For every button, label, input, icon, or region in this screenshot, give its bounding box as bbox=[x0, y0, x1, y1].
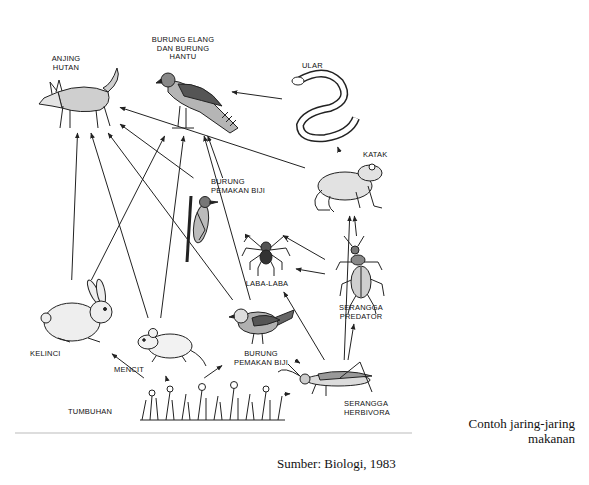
food-arrow bbox=[204, 136, 250, 300]
organism-node: LABA-LABA bbox=[238, 236, 296, 292]
organism-node: ANJING HUTAN bbox=[38, 55, 120, 133]
frame-rule bbox=[15, 433, 412, 434]
plants-drawing bbox=[140, 382, 285, 421]
beetle-drawing bbox=[336, 236, 384, 314]
organism-node: SERANGGA HERBIVORA bbox=[290, 360, 396, 422]
food-arrow bbox=[91, 133, 148, 318]
hawk-drawing bbox=[156, 73, 238, 133]
organism-node: KELINCI bbox=[28, 280, 112, 364]
food-arrow bbox=[296, 269, 325, 274]
food-arrow bbox=[284, 292, 325, 360]
food-arrow bbox=[354, 216, 356, 236]
organism-node: KATAK bbox=[305, 150, 397, 216]
source-note: Sumber: Biologi, 1983 bbox=[277, 456, 396, 472]
organism-node: BURUNG PEMAKAN BIJI bbox=[183, 178, 283, 236]
food-arrow bbox=[165, 376, 167, 378]
fox-drawing bbox=[39, 68, 118, 128]
food-arrow bbox=[232, 92, 282, 99]
food-arrow bbox=[338, 147, 339, 150]
food-arrow bbox=[283, 236, 325, 260]
spider-drawing bbox=[242, 236, 290, 276]
organism-node: SERANGGA PREDATOR bbox=[325, 236, 397, 324]
organism-label: SERANGGA HERBIVORA bbox=[344, 400, 396, 417]
organism-node: BURUNG ELANG DAN BURUNG HANTU bbox=[148, 36, 232, 136]
organism-label: TUMBUHAN bbox=[68, 408, 128, 417]
mouse-drawing bbox=[138, 329, 206, 367]
organism-label: KATAK bbox=[363, 151, 397, 160]
organism-node: TUMBUHAN bbox=[62, 378, 284, 422]
food-arrow bbox=[208, 136, 223, 178]
food-arrow bbox=[344, 216, 350, 360]
food-arrow bbox=[120, 124, 194, 178]
organism-node: ULAR bbox=[282, 62, 362, 147]
food-arrow bbox=[161, 136, 184, 318]
frog-drawing bbox=[315, 164, 382, 212]
organism-label: SERANGGA PREDATOR bbox=[325, 304, 397, 321]
food-arrow bbox=[295, 360, 300, 363]
food-arrow bbox=[284, 393, 290, 394]
organism-label: BURUNG PEMAKAN BIJI bbox=[230, 350, 292, 367]
rabbit-drawing bbox=[41, 279, 112, 342]
organism-label: LABA-LABA bbox=[238, 280, 296, 289]
food-arrow bbox=[72, 133, 78, 280]
food-arrow bbox=[348, 324, 354, 360]
organism-label: MENCIT bbox=[114, 366, 154, 375]
figure-caption: Contoh jaring-jaring makanan bbox=[425, 416, 575, 446]
food-arrow bbox=[108, 133, 233, 300]
organism-label: KELINCI bbox=[30, 350, 70, 359]
snake-drawing bbox=[292, 73, 356, 138]
organism-label: ANJING HUTAN bbox=[46, 55, 86, 72]
woodpecker-drawing bbox=[187, 196, 218, 262]
organism-node: MENCIT bbox=[112, 318, 202, 376]
sparrow-drawing bbox=[229, 309, 294, 344]
food-arrow bbox=[204, 366, 222, 379]
organism-label: ULAR bbox=[302, 62, 332, 71]
organism-label: BURUNG PEMAKAN BIJI bbox=[211, 178, 283, 195]
food-arrow bbox=[91, 136, 164, 280]
grasshopper-drawing bbox=[278, 362, 372, 396]
organism-label: BURUNG ELANG DAN BURUNG HANTU bbox=[150, 36, 216, 62]
organism-node: BURUNG PEMAKAN BIJI bbox=[222, 300, 300, 376]
food-arrow bbox=[120, 107, 305, 167]
